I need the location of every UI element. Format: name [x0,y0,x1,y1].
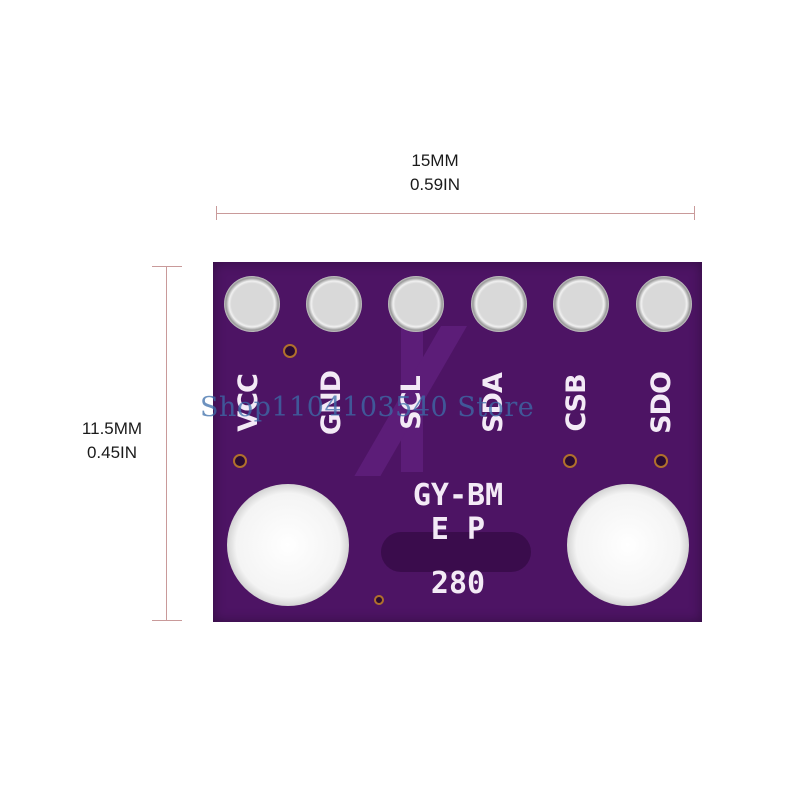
via-2 [233,454,247,468]
pin-hole-gnd [306,276,362,332]
pin-label-csb: CSB [560,374,592,432]
pin-hole-csb [553,276,609,332]
width-inch-label: 0.59IN [409,175,461,194]
height-top-tick [152,266,182,267]
sensor-board: VCC GND SCL SDA CSB SDO GY-BM E P 280 [213,262,702,622]
width-dimension-line [216,213,694,214]
model-line-1: GY-BM [412,478,504,513]
jumper-pad [381,532,531,572]
height-dimension-line [166,266,167,620]
model-line-2: E P [430,512,486,547]
height-mm-label: 11.5MM [81,419,143,438]
pin-hole-sda [471,276,527,332]
via-5 [374,595,384,605]
model-line-3: 280 [430,566,486,601]
width-right-tick [694,206,695,220]
pin-hole-vcc [224,276,280,332]
height-bottom-tick [152,620,182,621]
via-1 [283,344,297,358]
mounting-pad-right [567,484,689,606]
store-watermark: Shop1104103540 Store [200,392,535,423]
via-4 [563,454,577,468]
pin-hole-sdo [636,276,692,332]
pin-label-sdo: SDO [645,372,677,434]
mounting-pad-left [227,484,349,606]
via-3 [654,454,668,468]
pin-hole-scl [388,276,444,332]
height-inch-label: 0.45IN [86,443,138,462]
width-mm-label: 15MM [411,151,459,170]
